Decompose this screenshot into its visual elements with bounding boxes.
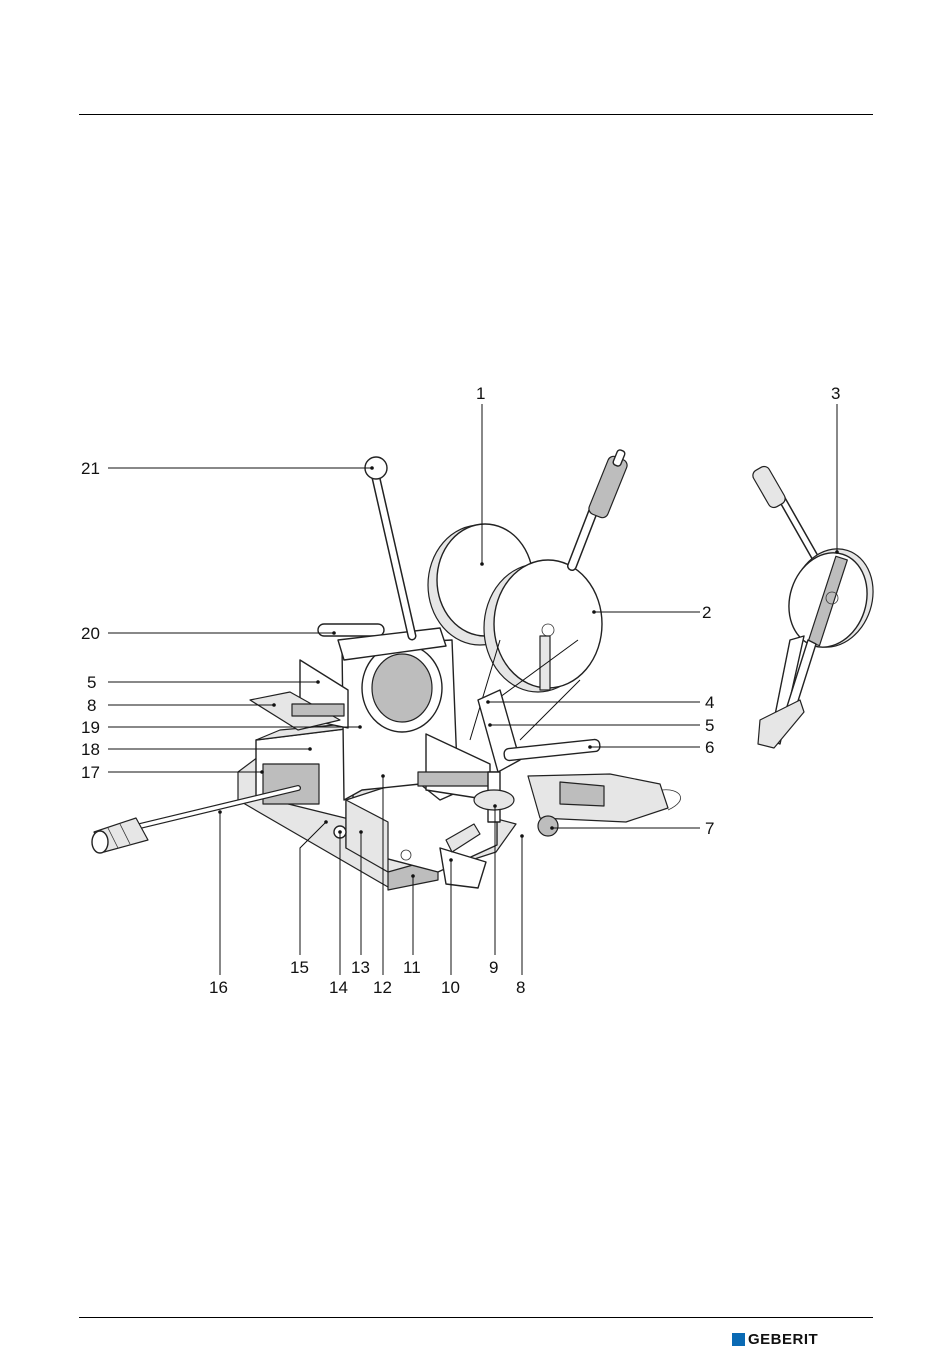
callout-5-right: 5 xyxy=(705,716,714,735)
callout-3: 3 xyxy=(831,384,840,403)
brand-name: GEBERIT xyxy=(748,1331,818,1348)
callout-16: 16 xyxy=(209,978,228,997)
callout-13: 13 xyxy=(351,958,370,977)
callout-leaders xyxy=(108,404,839,975)
callout-9: 9 xyxy=(489,958,498,977)
callout-4: 4 xyxy=(705,693,714,712)
machine-illustration xyxy=(92,449,681,890)
callout-8-bottom: 8 xyxy=(516,978,525,997)
callout-8-left: 8 xyxy=(87,696,96,715)
callout-14: 14 xyxy=(329,978,348,997)
callout-15: 15 xyxy=(290,958,309,977)
geberit-logo: GEBERIT xyxy=(732,1330,818,1348)
callout-18: 18 xyxy=(81,740,100,759)
callout-12: 12 xyxy=(373,978,392,997)
logo-square-icon xyxy=(732,1333,745,1346)
callout-17: 17 xyxy=(81,763,100,782)
callout-5-left: 5 xyxy=(87,673,96,692)
callout-labels: 21 20 5 8 19 18 17 1 3 2 4 5 6 7 15 13 1… xyxy=(81,384,840,997)
callout-20: 20 xyxy=(81,624,100,643)
callout-2: 2 xyxy=(702,603,711,622)
callout-10: 10 xyxy=(441,978,460,997)
callout-11: 11 xyxy=(403,958,421,977)
callout-1: 1 xyxy=(476,384,485,403)
callout-21: 21 xyxy=(81,459,100,478)
callout-19: 19 xyxy=(81,718,100,737)
facing-tool-detail xyxy=(751,464,886,748)
callout-7: 7 xyxy=(705,819,714,838)
callout-6: 6 xyxy=(705,738,714,757)
